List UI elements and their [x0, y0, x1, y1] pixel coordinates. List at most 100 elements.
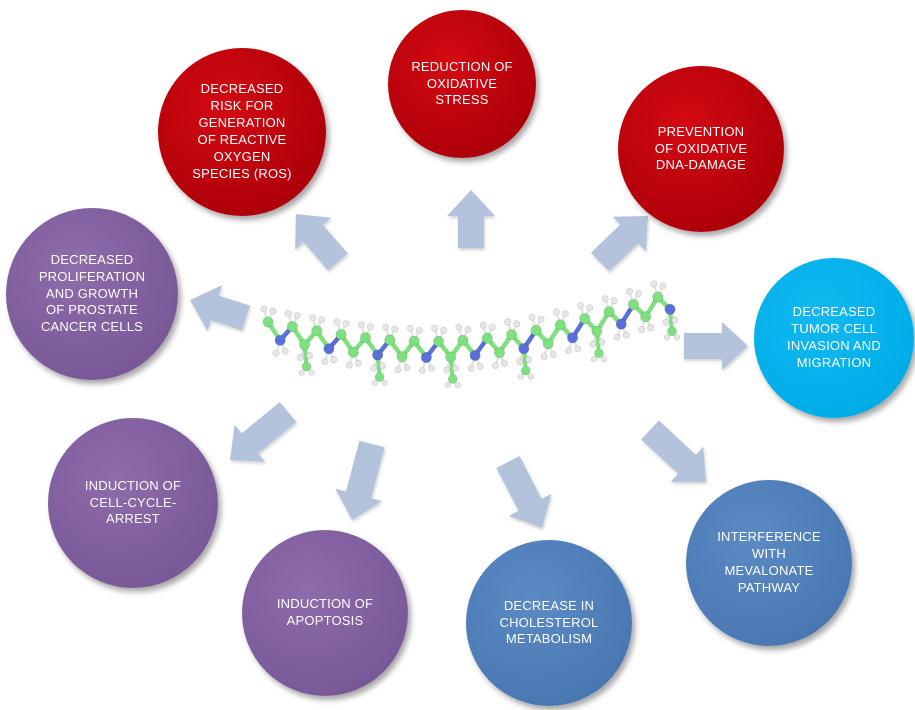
molecule-atom — [554, 319, 566, 331]
molecule-atom — [321, 358, 329, 366]
molecule-atom — [627, 298, 639, 310]
molecule-atom — [281, 347, 289, 355]
molecule-atom — [476, 362, 484, 370]
molecule-atom — [443, 366, 451, 374]
molecule-atom — [464, 325, 472, 333]
molecule-atom — [420, 351, 432, 363]
arrow-to-prostate — [190, 285, 250, 331]
molecule-atom — [552, 308, 560, 316]
circle-mevalonate: INTERFERENCE WITH MEVALONATE PATHWAY — [686, 480, 852, 646]
molecule-atom — [579, 313, 591, 325]
molecule-atom — [518, 343, 530, 355]
molecule-atom — [527, 373, 534, 380]
molecule-atom — [269, 307, 277, 315]
arrow-to-tumor — [684, 322, 748, 370]
molecule-atom — [590, 356, 598, 363]
circle-ros-label: DECREASED RISK FOR GENERATION OF REACTIV… — [192, 81, 292, 181]
molecule-atom — [598, 338, 606, 346]
molecule-atom — [647, 324, 655, 332]
molecule-atom — [601, 295, 609, 303]
molecule-atom — [517, 373, 524, 380]
molecule-atom — [298, 369, 305, 376]
molecule-atom — [370, 364, 378, 372]
molecule-atom — [673, 334, 681, 341]
molecule-atom — [561, 310, 569, 318]
molecule-atom — [431, 324, 439, 332]
molecule-atom — [479, 321, 487, 329]
circle-dna-damage: PREVENTION OF OXIDATIVE DNA-DAMAGE — [618, 66, 784, 232]
molecule-atom — [530, 324, 542, 336]
arrow-to-mevalonate — [641, 420, 706, 482]
molecule-atom — [357, 321, 365, 329]
molecule-atom — [659, 282, 667, 290]
molecule-atom — [396, 351, 408, 363]
circle-cholesterol: DECREASE IN CHOLESTEROL METABOLISM — [466, 540, 632, 706]
molecule-atom — [347, 346, 359, 358]
molecule-atom — [662, 318, 670, 326]
molecule-atom — [493, 347, 505, 359]
molecule-atom — [537, 315, 545, 323]
molecule-atom — [615, 318, 627, 330]
circle-apoptosis: INDUCTION OF APOPTOSIS — [242, 530, 408, 696]
molecule-atom — [622, 331, 630, 339]
molecule-atom — [354, 359, 362, 367]
molecule-atom — [330, 356, 338, 364]
molecule-atom — [521, 365, 531, 376]
molecule-atom — [610, 297, 618, 305]
molecule-atom — [366, 323, 374, 331]
molecule-atom — [565, 347, 573, 355]
molecule-atom — [488, 323, 496, 331]
molecule-atom — [638, 326, 646, 334]
molecule-atom — [379, 362, 387, 370]
molecule-atom — [447, 374, 458, 384]
molecule-atom — [652, 291, 664, 303]
molecule-atom — [491, 362, 499, 370]
molecule-atom — [260, 305, 268, 313]
circle-cell-cycle: INDUCTION OF CELL-CYCLE- ARREST — [48, 418, 218, 588]
molecule-atom — [640, 311, 652, 323]
circle-cell-cycle-label: INDUCTION OF CELL-CYCLE- ARREST — [84, 477, 182, 527]
molecule-atom — [272, 349, 280, 357]
molecule-atom — [504, 318, 512, 326]
molecule-atom — [586, 304, 594, 312]
molecule-atom — [528, 313, 536, 321]
molecule-atoms — [260, 280, 681, 389]
molecule-atom — [293, 312, 301, 320]
molecule-atom — [671, 316, 679, 324]
molecule-atom — [613, 333, 621, 341]
circle-apoptosis-label: INDUCTION OF APOPTOSIS — [276, 596, 374, 628]
molecule-atom — [500, 360, 508, 368]
arrow-to-cell-cycle — [230, 402, 297, 462]
molecule-atom — [391, 325, 399, 333]
circle-cholesterol-label: DECREASE IN CHOLESTEROL METABOLISM — [499, 597, 599, 647]
molecule-atom — [406, 324, 414, 332]
molecule-atom — [371, 379, 378, 387]
molecule-atom — [306, 352, 314, 360]
molecule-atom — [342, 320, 350, 328]
molecule-atom — [664, 303, 676, 315]
molecule-atom — [542, 338, 554, 350]
molecule-atom — [603, 306, 615, 318]
molecule-atom — [308, 369, 315, 376]
molecule-atom — [286, 321, 298, 333]
molecule-atom — [372, 349, 384, 361]
circle-prostate-label: DECREASED PROLIFERATION AND GROWTH OF PR… — [38, 251, 146, 335]
molecule-atom — [382, 323, 390, 331]
molecule-atom — [440, 326, 448, 334]
molecule-atom — [415, 326, 423, 334]
molecule-atom — [433, 335, 445, 347]
molecule-atom — [567, 332, 579, 344]
molecule-atom — [467, 364, 475, 372]
molecule-atom — [540, 353, 548, 361]
molecule-atom — [284, 310, 292, 318]
molecule-atom — [452, 364, 460, 372]
molecule-atom — [600, 356, 608, 363]
molecule-atom — [403, 364, 411, 372]
molecule-atom — [650, 280, 658, 288]
circle-tumor: DECREASED TUMOR CELL INVASION AND MIGRAT… — [754, 258, 914, 418]
molecule-atom — [513, 320, 521, 328]
molecule-atom — [506, 329, 518, 341]
